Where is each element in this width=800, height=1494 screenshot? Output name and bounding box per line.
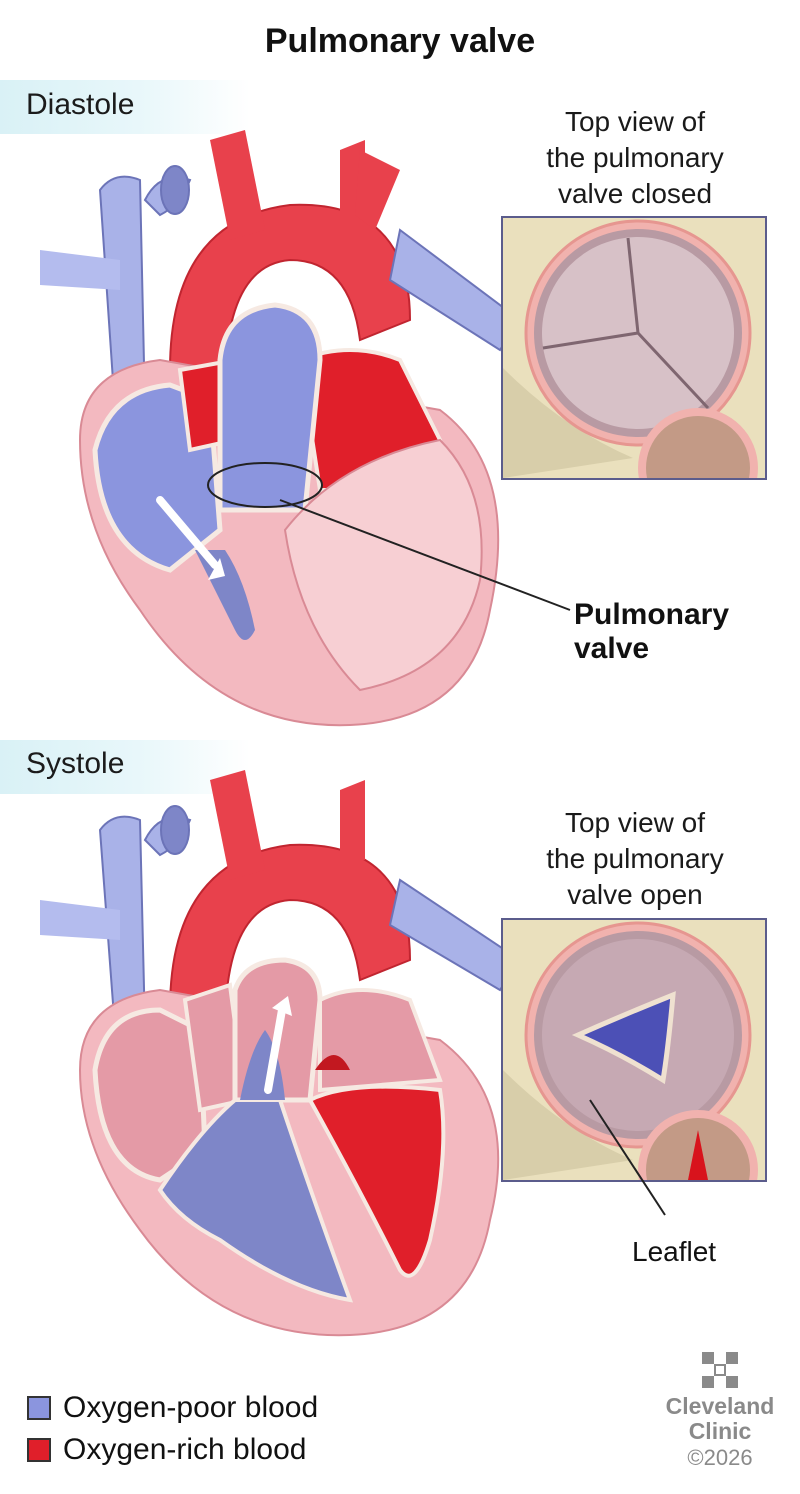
heart-diastole-illustration [40, 130, 522, 727]
leaflet-callout: Leaflet [632, 1236, 717, 1267]
leaflet-leader-line [589, 1099, 666, 1216]
valve-open-inset [501, 918, 767, 1182]
systole-band [0, 740, 250, 794]
cleveland-clinic-brand: Cleveland Clinic ©2026 [660, 1352, 780, 1472]
brand-copyright: ©2026 [687, 1445, 753, 1470]
legend-label-oxygen-rich: Oxygen-rich blood [63, 1433, 307, 1466]
heart-systole-illustration [40, 770, 522, 1337]
legend-label-oxygen-poor: Oxygen-poor blood [63, 1391, 319, 1424]
legend-oxygen-poor: Oxygen-poor blood [27, 1390, 318, 1426]
legend-swatch-oxygen-poor [27, 1396, 51, 1420]
systole-label: Systole [26, 747, 125, 780]
brand-name-line2: Clinic [688, 1418, 752, 1444]
brand-name-line1: Cleveland [665, 1393, 775, 1419]
page-title: Pulmonary valve [264, 22, 536, 60]
cleveland-clinic-logo-icon [702, 1352, 738, 1388]
systole-inset-caption: Top view of the pulmonary valve open [546, 807, 724, 910]
pulmonary-valve-callout: Pulmonary valve [574, 598, 730, 665]
diastole-band [0, 80, 250, 134]
legend-swatch-oxygen-rich [27, 1438, 51, 1462]
valve-closed-inset [501, 216, 767, 480]
diastole-inset-caption: Top view of the pulmonary valve closed [546, 106, 724, 209]
valve-open-top-view [503, 920, 765, 1180]
pulmonary-valve-leader-line [279, 499, 571, 611]
diastole-label: Diastole [26, 88, 135, 121]
valve-closed-top-view [503, 218, 765, 478]
legend-oxygen-rich: Oxygen-rich blood [27, 1432, 306, 1468]
